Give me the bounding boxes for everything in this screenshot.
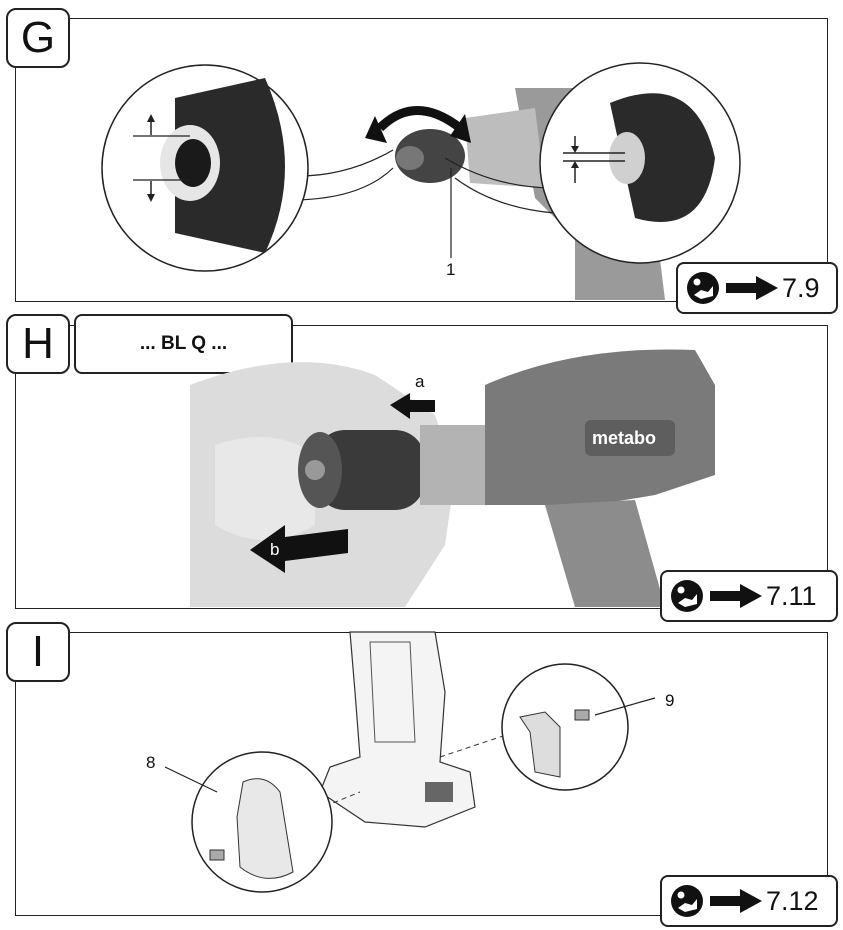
illustration-i <box>164 631 656 893</box>
reference-number: 7.11 <box>766 580 817 611</box>
read-manual-icon <box>671 885 703 917</box>
model-label: ... BL Q ... <box>74 314 293 374</box>
callout-9: 9 <box>665 691 675 710</box>
panel-letter-i: I <box>6 622 70 682</box>
illustration-g <box>101 62 741 300</box>
callout-a: a <box>415 372 425 391</box>
reference-7-11: 7.11 <box>660 570 838 622</box>
arrow-right-icon <box>726 276 778 300</box>
reference-number: 7.9 <box>782 272 820 303</box>
arrow-right-icon <box>710 889 762 913</box>
callout-1: 1 <box>446 260 456 279</box>
reference-number: 7.12 <box>766 885 819 916</box>
panel-letter-h: H <box>6 314 70 374</box>
callout-b: b <box>270 540 280 559</box>
reference-7-9: 7.9 <box>676 262 838 314</box>
brand-logo: metabo <box>592 428 657 448</box>
read-manual-icon <box>687 272 719 304</box>
panel-letter-g: G <box>6 8 70 68</box>
read-manual-icon <box>671 580 703 612</box>
reference-7-12: 7.12 <box>660 875 838 927</box>
illustration-h <box>190 349 715 607</box>
arrow-right-icon <box>710 584 762 608</box>
callout-8: 8 <box>146 753 156 772</box>
